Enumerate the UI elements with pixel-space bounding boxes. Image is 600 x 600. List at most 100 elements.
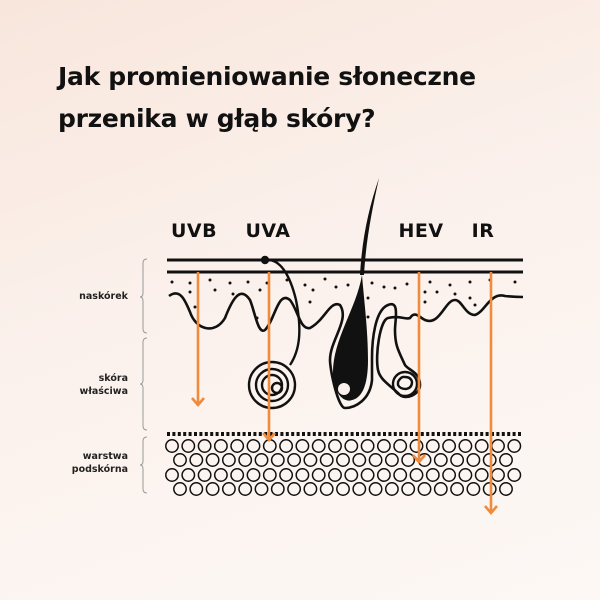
fat-cell	[499, 453, 513, 467]
dot	[448, 283, 452, 287]
fat-cell	[352, 482, 367, 496]
dot	[246, 280, 250, 284]
fat-cell	[165, 468, 179, 482]
fat-cell	[311, 439, 326, 453]
fat-cell	[507, 439, 522, 453]
page-title: Jak promieniowanie słoneczne przenika w …	[58, 56, 476, 140]
fat-cell	[319, 453, 334, 467]
fat-cell	[213, 468, 228, 482]
arrow-hev	[412, 272, 426, 464]
fat-cell	[491, 439, 505, 453]
fat-cell	[221, 453, 236, 467]
fat-cell	[368, 453, 383, 467]
fat-cell	[295, 468, 310, 482]
fat-cell	[303, 453, 318, 467]
fat-cell	[287, 453, 302, 467]
fat-cell	[442, 468, 457, 482]
fat-cell	[352, 453, 367, 467]
dot	[170, 280, 174, 284]
fat-cell	[328, 439, 342, 453]
fat-cell	[197, 468, 212, 482]
fat-cell	[246, 439, 261, 453]
dot	[468, 280, 472, 284]
dot	[366, 296, 370, 300]
hair-shaft	[360, 178, 379, 275]
hair-papilla	[338, 383, 350, 395]
fat-cell	[360, 439, 375, 453]
fat-cell	[384, 482, 399, 496]
dot	[382, 285, 386, 289]
dot	[435, 290, 439, 294]
fat-cell	[450, 453, 465, 467]
fat-cell	[344, 468, 359, 482]
sweat-gland	[247, 255, 301, 410]
fat-cell	[230, 468, 245, 482]
fat-cells	[165, 439, 522, 496]
dot	[213, 288, 217, 292]
fat-cell	[221, 482, 236, 496]
ray-label-hev: HEV	[398, 220, 444, 242]
fat-cell	[189, 453, 204, 467]
layer-brackets	[139, 258, 148, 494]
arrow-uvb	[191, 272, 205, 407]
fat-cell	[287, 482, 302, 496]
fat-cell	[466, 482, 481, 496]
title-line-2: przenika w głąb skóry?	[58, 104, 376, 133]
fat-cell	[433, 482, 448, 496]
arrow-uva	[262, 272, 276, 442]
fat-cell	[409, 468, 424, 482]
fat-cell	[450, 482, 465, 496]
fat-cell	[279, 439, 294, 453]
fat-cell	[458, 468, 473, 482]
epidermis-boundary	[168, 292, 524, 410]
fat-cell	[393, 468, 408, 482]
fat-cell	[376, 468, 391, 482]
bracket-dermis	[139, 337, 148, 431]
fat-cell	[173, 453, 187, 467]
fat-cell	[254, 482, 269, 496]
fat-cell	[238, 482, 253, 496]
dot	[453, 292, 457, 296]
fat-cell	[507, 468, 522, 482]
ray-label-uvb: UVB	[170, 220, 218, 242]
fat-cell	[303, 482, 318, 496]
dot	[468, 296, 472, 300]
fat-cell	[270, 453, 285, 467]
fat-cell	[295, 439, 310, 453]
fat-cell	[319, 482, 334, 496]
fat-cell	[401, 482, 416, 496]
fat-cell	[466, 453, 481, 467]
skin-surface	[167, 258, 523, 274]
fat-cell	[491, 468, 505, 482]
fat-cell	[262, 468, 277, 482]
dot	[188, 290, 192, 294]
dot	[366, 315, 370, 319]
arrow-ir	[484, 272, 498, 515]
fat-cell	[442, 439, 457, 453]
dot	[311, 288, 315, 292]
layer-label-dermis: skóra właściwa	[80, 372, 128, 398]
fat-cell	[474, 468, 489, 482]
fat-cell	[344, 439, 359, 453]
fat-cell	[189, 482, 204, 496]
ray-label-ir: IR	[471, 220, 495, 242]
fat-cell	[254, 453, 269, 467]
fat-cell	[270, 482, 285, 496]
fat-cell	[376, 439, 391, 453]
fat-cell	[213, 439, 228, 453]
dot	[188, 281, 192, 285]
fat-cell	[165, 439, 179, 453]
fat-cell	[393, 439, 408, 453]
ray-arrows	[191, 272, 498, 515]
fat-cell	[173, 482, 187, 496]
fat-cell	[328, 468, 342, 482]
fat-cell	[401, 453, 416, 467]
title-line-1: Jak promieniowanie słoneczne	[58, 62, 476, 91]
fat-cell	[474, 439, 489, 453]
dot	[303, 283, 307, 287]
layer-label-subcutis-1: warstwa	[82, 451, 128, 462]
fat-cell	[246, 468, 261, 482]
epidermis-dots	[170, 277, 517, 320]
dot	[423, 290, 427, 294]
dot	[208, 278, 212, 282]
